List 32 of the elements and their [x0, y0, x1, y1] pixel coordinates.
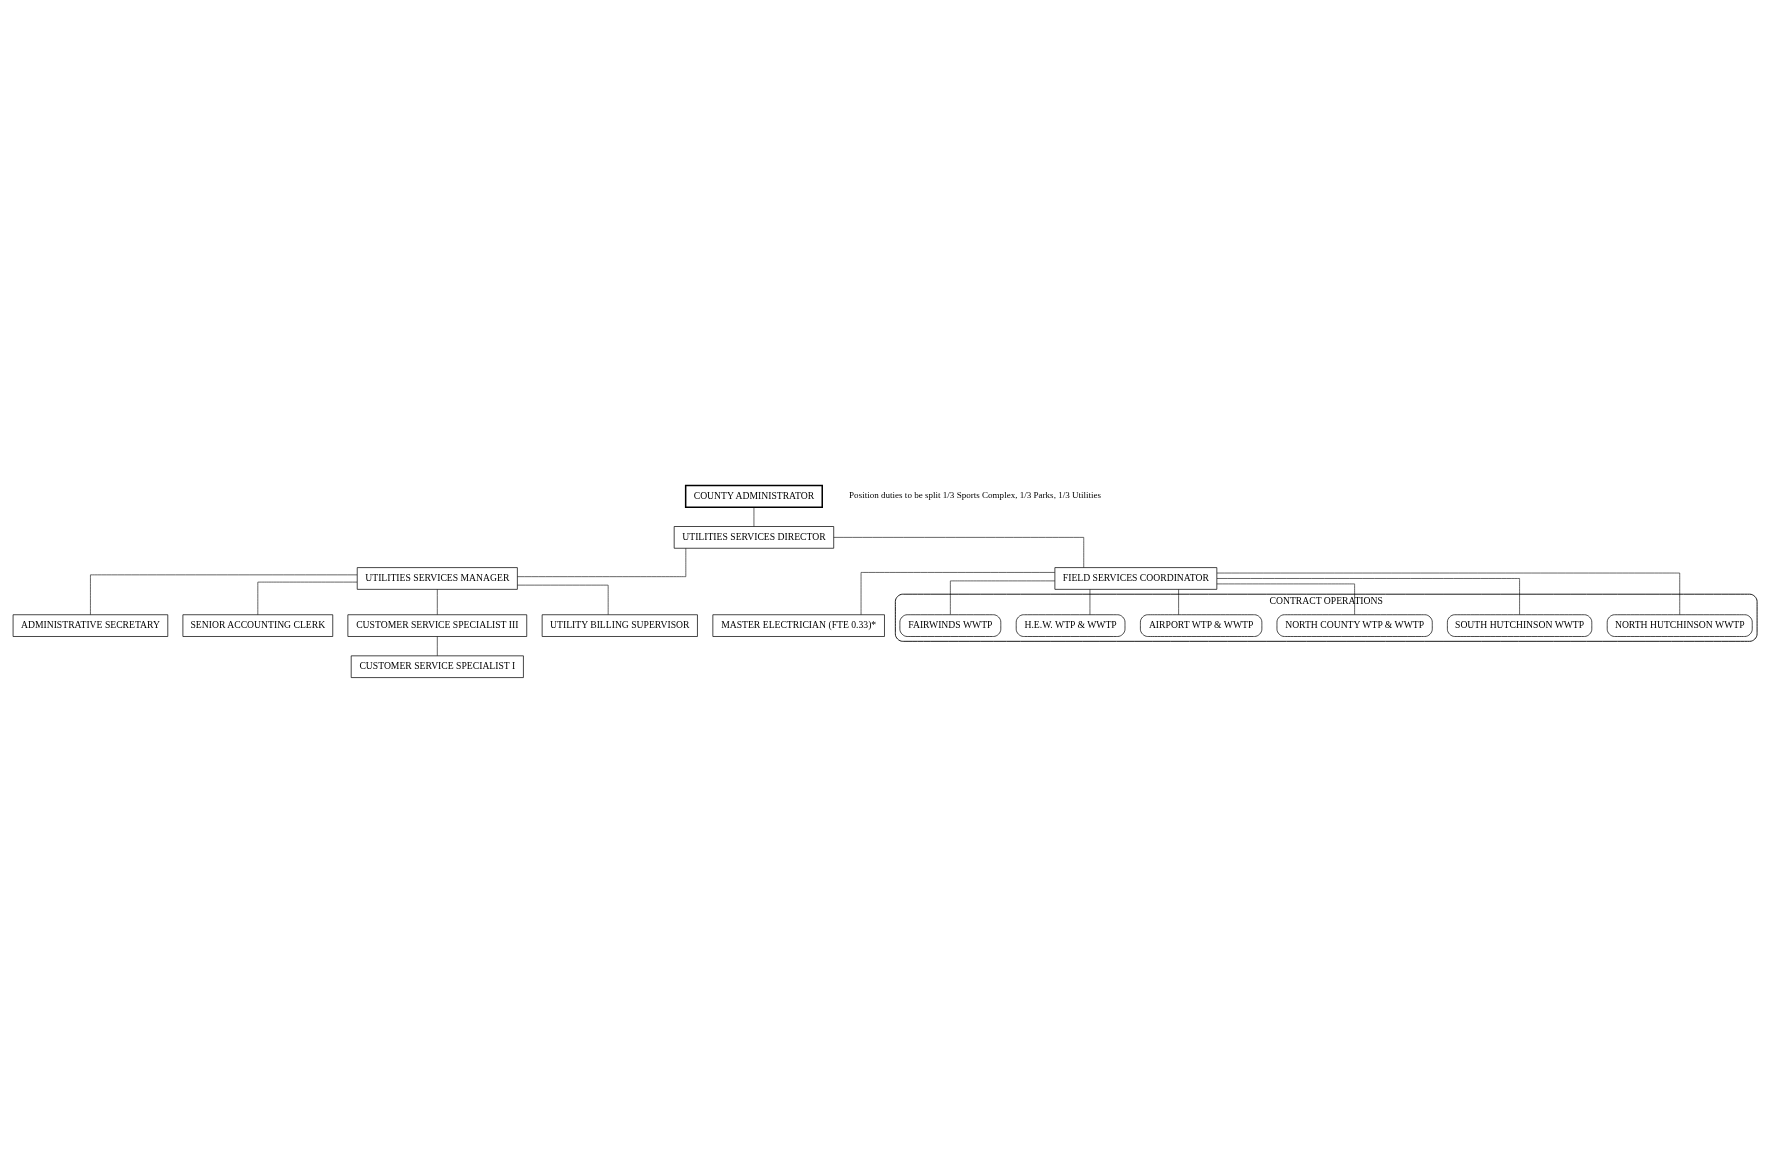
node-box: UTILITIES SERVICES MANAGER	[356, 567, 518, 590]
node-box: CUSTOMER SERVICE SPECIALIST I	[350, 655, 524, 678]
node-box: UTILITIES SERVICES DIRECTOR	[673, 526, 835, 549]
connector	[1089, 589, 1091, 615]
connector	[517, 548, 687, 577]
node-box: COUNTY ADMINISTRATOR	[684, 484, 823, 508]
node-box: NORTH HUTCHINSON WWTP	[1606, 614, 1753, 637]
node-box: H.E.W. WTP & WWTP	[1015, 614, 1126, 637]
node-box: ADMINISTRATIVE SECRETARY	[12, 614, 169, 637]
connector	[437, 636, 438, 656]
connector	[257, 581, 358, 615]
connector	[1216, 572, 1681, 615]
node-box: MASTER ELECTRICIAN (FTE 0.33)*	[712, 614, 885, 637]
node-box: UTILITY BILLING SUPERVISOR	[541, 614, 698, 637]
connector	[753, 507, 755, 527]
connector	[1178, 589, 1179, 615]
connector	[517, 584, 609, 615]
node-box: NORTH COUNTY WTP & WWTP	[1276, 614, 1433, 637]
connector	[437, 589, 438, 615]
node-box: SOUTH HUTCHINSON WWTP	[1447, 614, 1593, 637]
node-box: FAIRWINDS WWTP	[899, 614, 1002, 637]
node-box: CUSTOMER SERVICE SPECIALIST III	[347, 614, 528, 637]
connector	[860, 572, 1055, 615]
connector	[90, 574, 358, 615]
connector	[1216, 578, 1520, 615]
connector	[1216, 583, 1355, 615]
node-box: AIRPORT WTP & WWTP	[1140, 614, 1263, 637]
node-box: FIELD SERVICES COORDINATOR	[1054, 567, 1218, 590]
label: Position duties to be split 1/3 Sports Complex, 1/3 Parks, 1/3 Utilities	[849, 490, 1102, 501]
connector	[950, 580, 1056, 615]
connector	[833, 537, 1085, 568]
node-box: SENIOR ACCOUNTING CLERK	[182, 614, 334, 637]
